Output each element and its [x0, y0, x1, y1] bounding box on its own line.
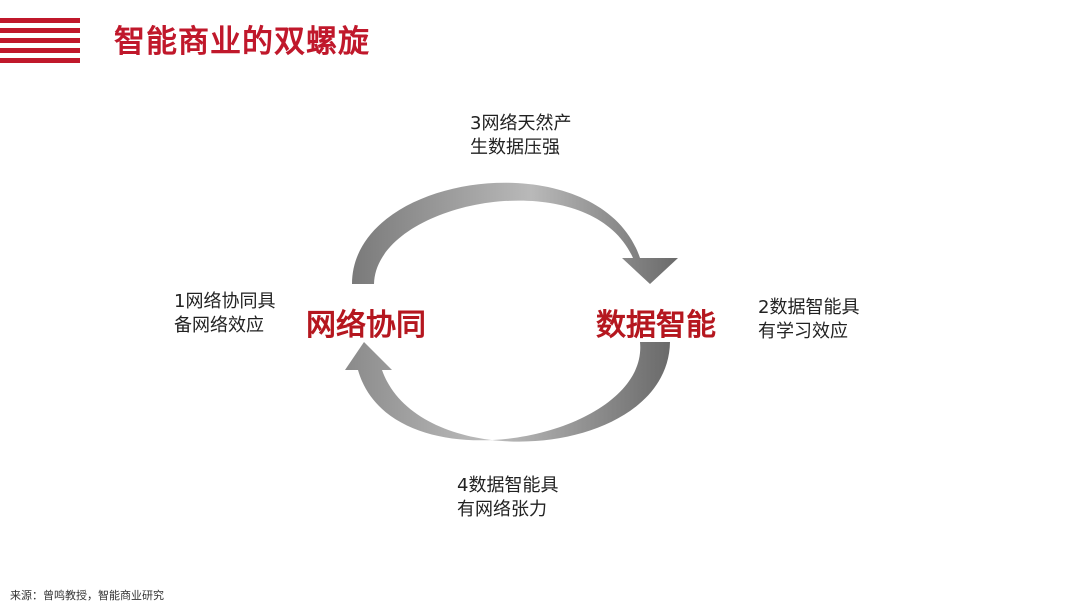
note-left-line-2: 备网络效应	[174, 315, 264, 336]
node-network-collaboration: 网络协同	[306, 308, 426, 343]
top-arc-arrow	[352, 182, 678, 284]
bottom-arc-arrow	[345, 342, 670, 442]
note-top-line-2: 生数据压强	[470, 137, 560, 158]
page-title: 智能商业的双螺旋	[114, 24, 370, 60]
note-top-line-1: 3网络天然产	[470, 113, 572, 134]
note-right-line-1: 2数据智能具	[758, 297, 860, 318]
source-caption: 来源：曾鸣教授，智能商业研究	[10, 589, 164, 602]
note-top: 3网络天然产 生数据压强	[470, 112, 571, 160]
note-bottom-line-2: 有网络张力	[457, 499, 547, 520]
note-right-line-2: 有学习效应	[758, 321, 848, 342]
note-bottom-line-1: 4数据智能具	[457, 475, 559, 496]
header-stripes-decoration	[0, 18, 80, 63]
note-bottom: 4数据智能具 有网络张力	[457, 474, 558, 522]
note-right: 2数据智能具 有学习效应	[758, 296, 859, 344]
note-left-line-1: 1网络协同具	[174, 291, 276, 312]
node-data-intelligence: 数据智能	[596, 308, 716, 343]
note-left: 1网络协同具 备网络效应	[174, 290, 275, 338]
